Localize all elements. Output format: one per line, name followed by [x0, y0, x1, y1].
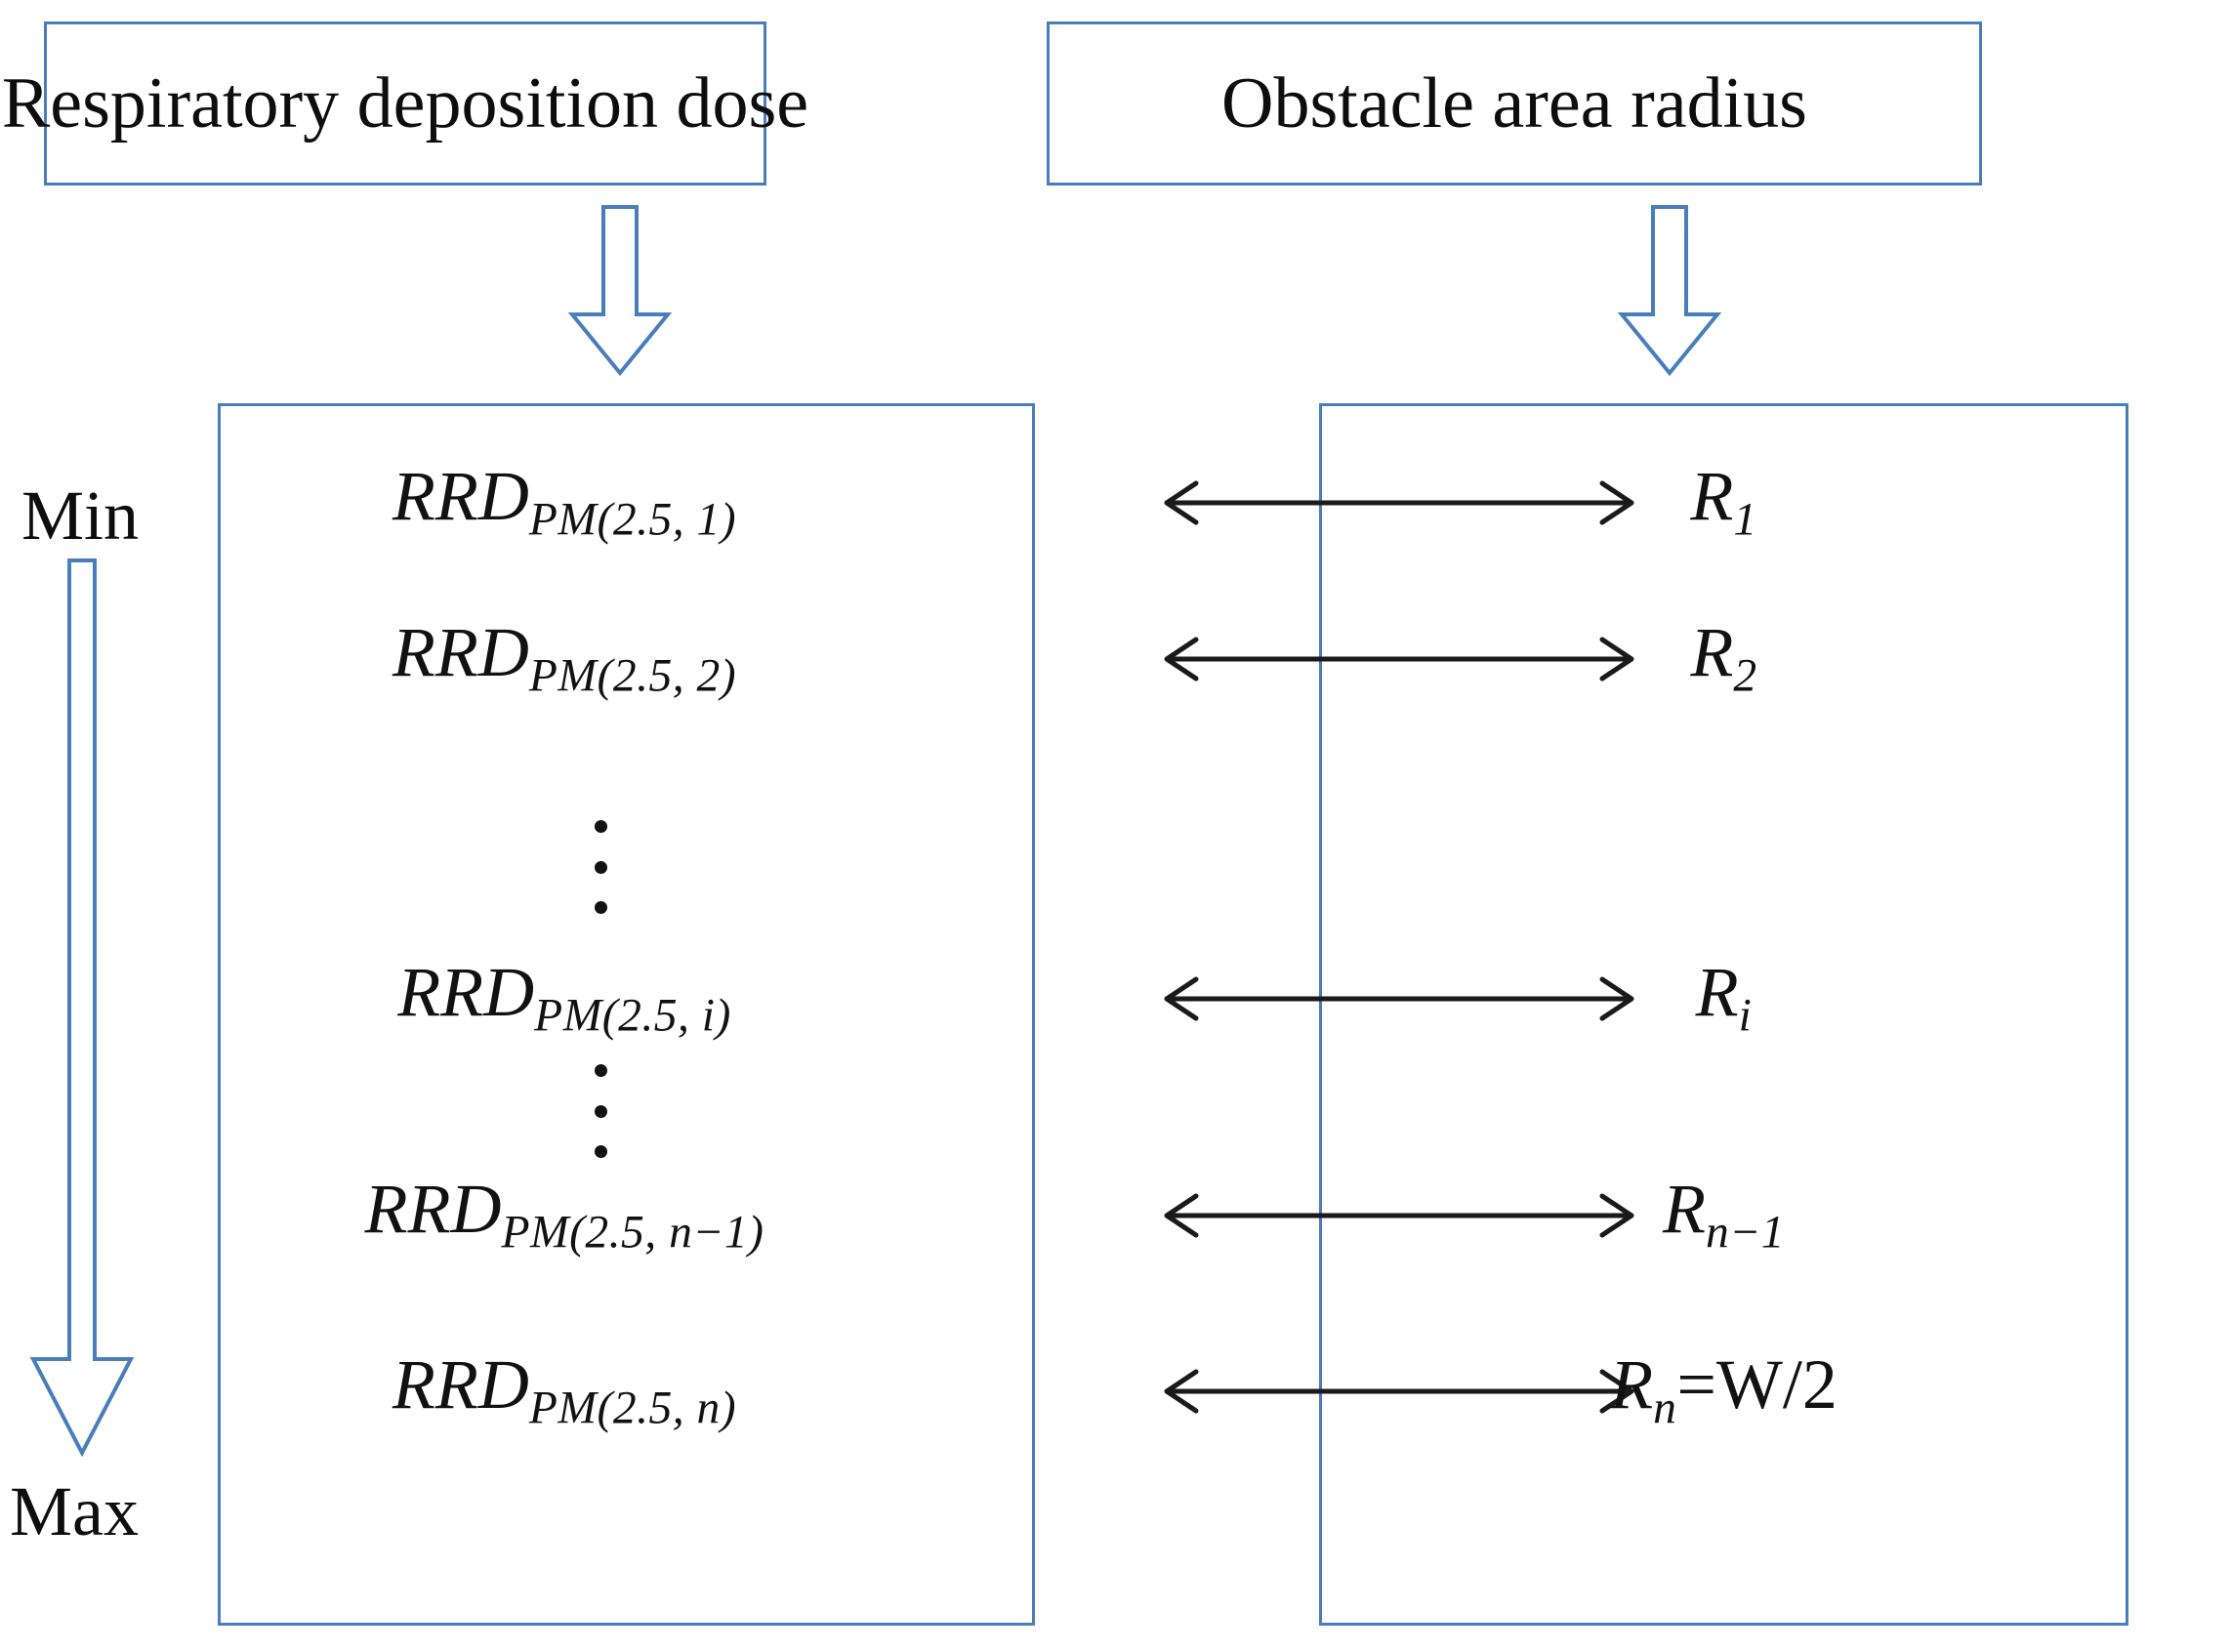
- ellipsis-dot: [594, 820, 607, 833]
- radius-term-4: Rn−1: [1319, 1162, 2128, 1269]
- rdd-formula-1: RRDPM(2.5, 1): [392, 457, 737, 547]
- block-arrow-down-left-icon: [567, 205, 673, 376]
- rdd-term-1: RRDPM(2.5, 1): [218, 449, 911, 557]
- double-headed-arrow-5-icon: [1164, 1369, 1634, 1414]
- ellipsis-dot: [594, 1064, 607, 1077]
- pairing-row-4: RRDPM(2.5, n−1) Rn−1: [218, 1162, 2128, 1269]
- rdd-term-3: RRDPM(2.5, i): [218, 945, 911, 1053]
- double-headed-arrow-1-icon: [1164, 480, 1634, 525]
- radius-term-2: R2: [1319, 605, 2128, 713]
- header-label-right: Obstacle area radius: [1221, 63, 1807, 144]
- rdd-term-5: RRDPM(2.5, n): [218, 1338, 911, 1445]
- radius-formula-1: R1: [1690, 457, 1757, 547]
- radius-term-1: R1: [1319, 449, 2128, 557]
- vertical-ellipsis-upper-icon: [581, 820, 620, 914]
- radius-formula-3: Ri: [1695, 953, 1753, 1043]
- block-arrow-min-to-max-icon: [29, 558, 135, 1457]
- ellipsis-dot: [594, 901, 607, 914]
- rdd-term-2: RRDPM(2.5, 2): [218, 605, 911, 713]
- block-arrow-down-right-icon: [1617, 205, 1722, 376]
- ellipsis-dot: [594, 860, 607, 874]
- vertical-ellipsis-lower-icon: [581, 1064, 620, 1158]
- main-box-respiratory-deposition-dose: [218, 403, 1035, 1626]
- header-box-respiratory-deposition-dose: Respiratory deposition dose: [2, 21, 808, 186]
- main-box-obstacle-area-radius: [1319, 403, 2128, 1626]
- ellipsis-dot: [594, 1145, 607, 1158]
- header-box-obstacle-area-radius: Obstacle area radius: [1047, 21, 1982, 186]
- pairing-row-1: RRDPM(2.5, 1) R1: [218, 449, 2128, 557]
- rdd-formula-2: RRDPM(2.5, 2): [392, 613, 737, 703]
- rdd-formula-4: RRDPM(2.5, n−1): [364, 1170, 764, 1260]
- pairing-row-3: RRDPM(2.5, i) Ri: [218, 945, 2128, 1053]
- scale-label-min: Min: [21, 476, 140, 555]
- rdd-formula-3: RRDPM(2.5, i): [397, 953, 731, 1043]
- radius-formula-4: Rn−1: [1662, 1170, 1786, 1260]
- radius-formula-2: R2: [1690, 613, 1757, 703]
- radius-term-3: Ri: [1319, 945, 2128, 1053]
- ellipsis-dot: [594, 1104, 607, 1118]
- radius-term-5: Rn=W/2: [1319, 1338, 2128, 1445]
- pairing-row-5: RRDPM(2.5, n) Rn=W/2: [218, 1338, 2128, 1445]
- header-label-left: Respiratory deposition dose: [1, 63, 809, 144]
- rdd-formula-5: RRDPM(2.5, n): [392, 1345, 737, 1435]
- rdd-term-4: RRDPM(2.5, n−1): [218, 1162, 911, 1269]
- pairing-row-2: RRDPM(2.5, 2) R2: [218, 605, 2128, 713]
- double-headed-arrow-3-icon: [1164, 976, 1634, 1021]
- double-headed-arrow-2-icon: [1164, 637, 1634, 681]
- scale-label-max: Max: [10, 1472, 139, 1550]
- radius-formula-5: Rn=W/2: [1610, 1345, 1838, 1435]
- double-headed-arrow-4-icon: [1164, 1193, 1634, 1238]
